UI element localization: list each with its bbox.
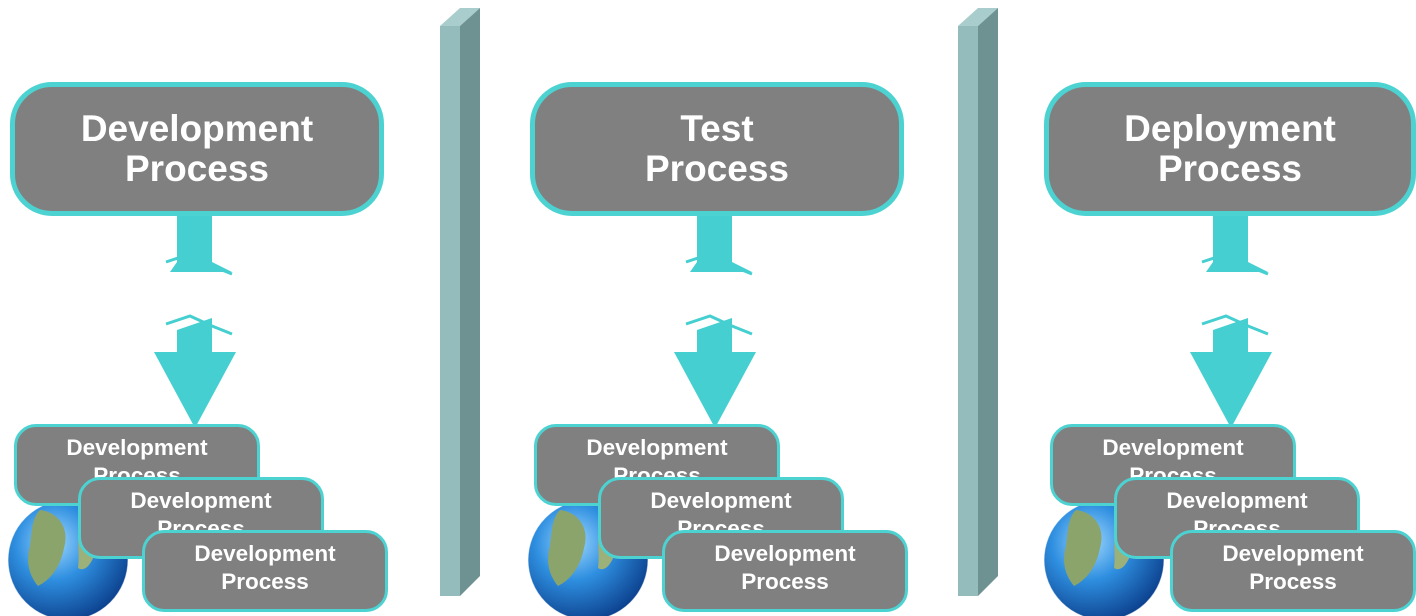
sub-process-line1: Development: [650, 488, 792, 513]
process-title-line1: Development: [80, 108, 314, 149]
process-box-test: Test Process: [530, 82, 904, 216]
process-title-line1: Deployment: [1124, 108, 1336, 149]
sub-process-card-3: Development Process: [142, 530, 388, 612]
arrow-bottom-segment: [154, 318, 236, 428]
sub-process-line1: Development: [194, 541, 336, 566]
sub-process-card-3: Development Process: [1170, 530, 1416, 612]
column-test: Test Process Development Process Develop…: [520, 0, 940, 616]
column-development: Development Process Development Process …: [0, 0, 420, 616]
arrow-top-segment: [690, 212, 752, 272]
arrow-bottom-segment: [1190, 318, 1272, 428]
sub-process-line1: Development: [586, 435, 728, 460]
divider-bar-left: [440, 8, 480, 596]
arrow-top-segment: [1206, 212, 1268, 272]
sub-process-line1: Development: [130, 488, 272, 513]
sub-process-line1: Development: [1102, 435, 1244, 460]
sub-process-line1: Development: [1222, 541, 1364, 566]
process-box-development: Development Process: [10, 82, 384, 216]
process-title-line2: Process: [1157, 148, 1302, 189]
sub-process-line1: Development: [714, 541, 856, 566]
sub-process-line2: Process: [1249, 569, 1337, 594]
column-deployment: Deployment Process Development Process D…: [1036, 0, 1416, 616]
process-title-line2: Process: [125, 148, 269, 189]
sub-process-line2: Process: [741, 569, 829, 594]
process-box-deployment: Deployment Process: [1044, 82, 1416, 216]
arrow-top-segment: [170, 212, 232, 272]
sub-process-line1: Development: [1166, 488, 1308, 513]
sub-process-line1: Development: [66, 435, 208, 460]
process-title-line1: Test: [680, 108, 754, 149]
sub-process-card-3: Development Process: [662, 530, 908, 612]
process-title-line2: Process: [645, 148, 789, 189]
arrow-bottom-segment: [674, 318, 756, 428]
divider-bar-right: [958, 8, 998, 596]
sub-process-line2: Process: [221, 569, 309, 594]
